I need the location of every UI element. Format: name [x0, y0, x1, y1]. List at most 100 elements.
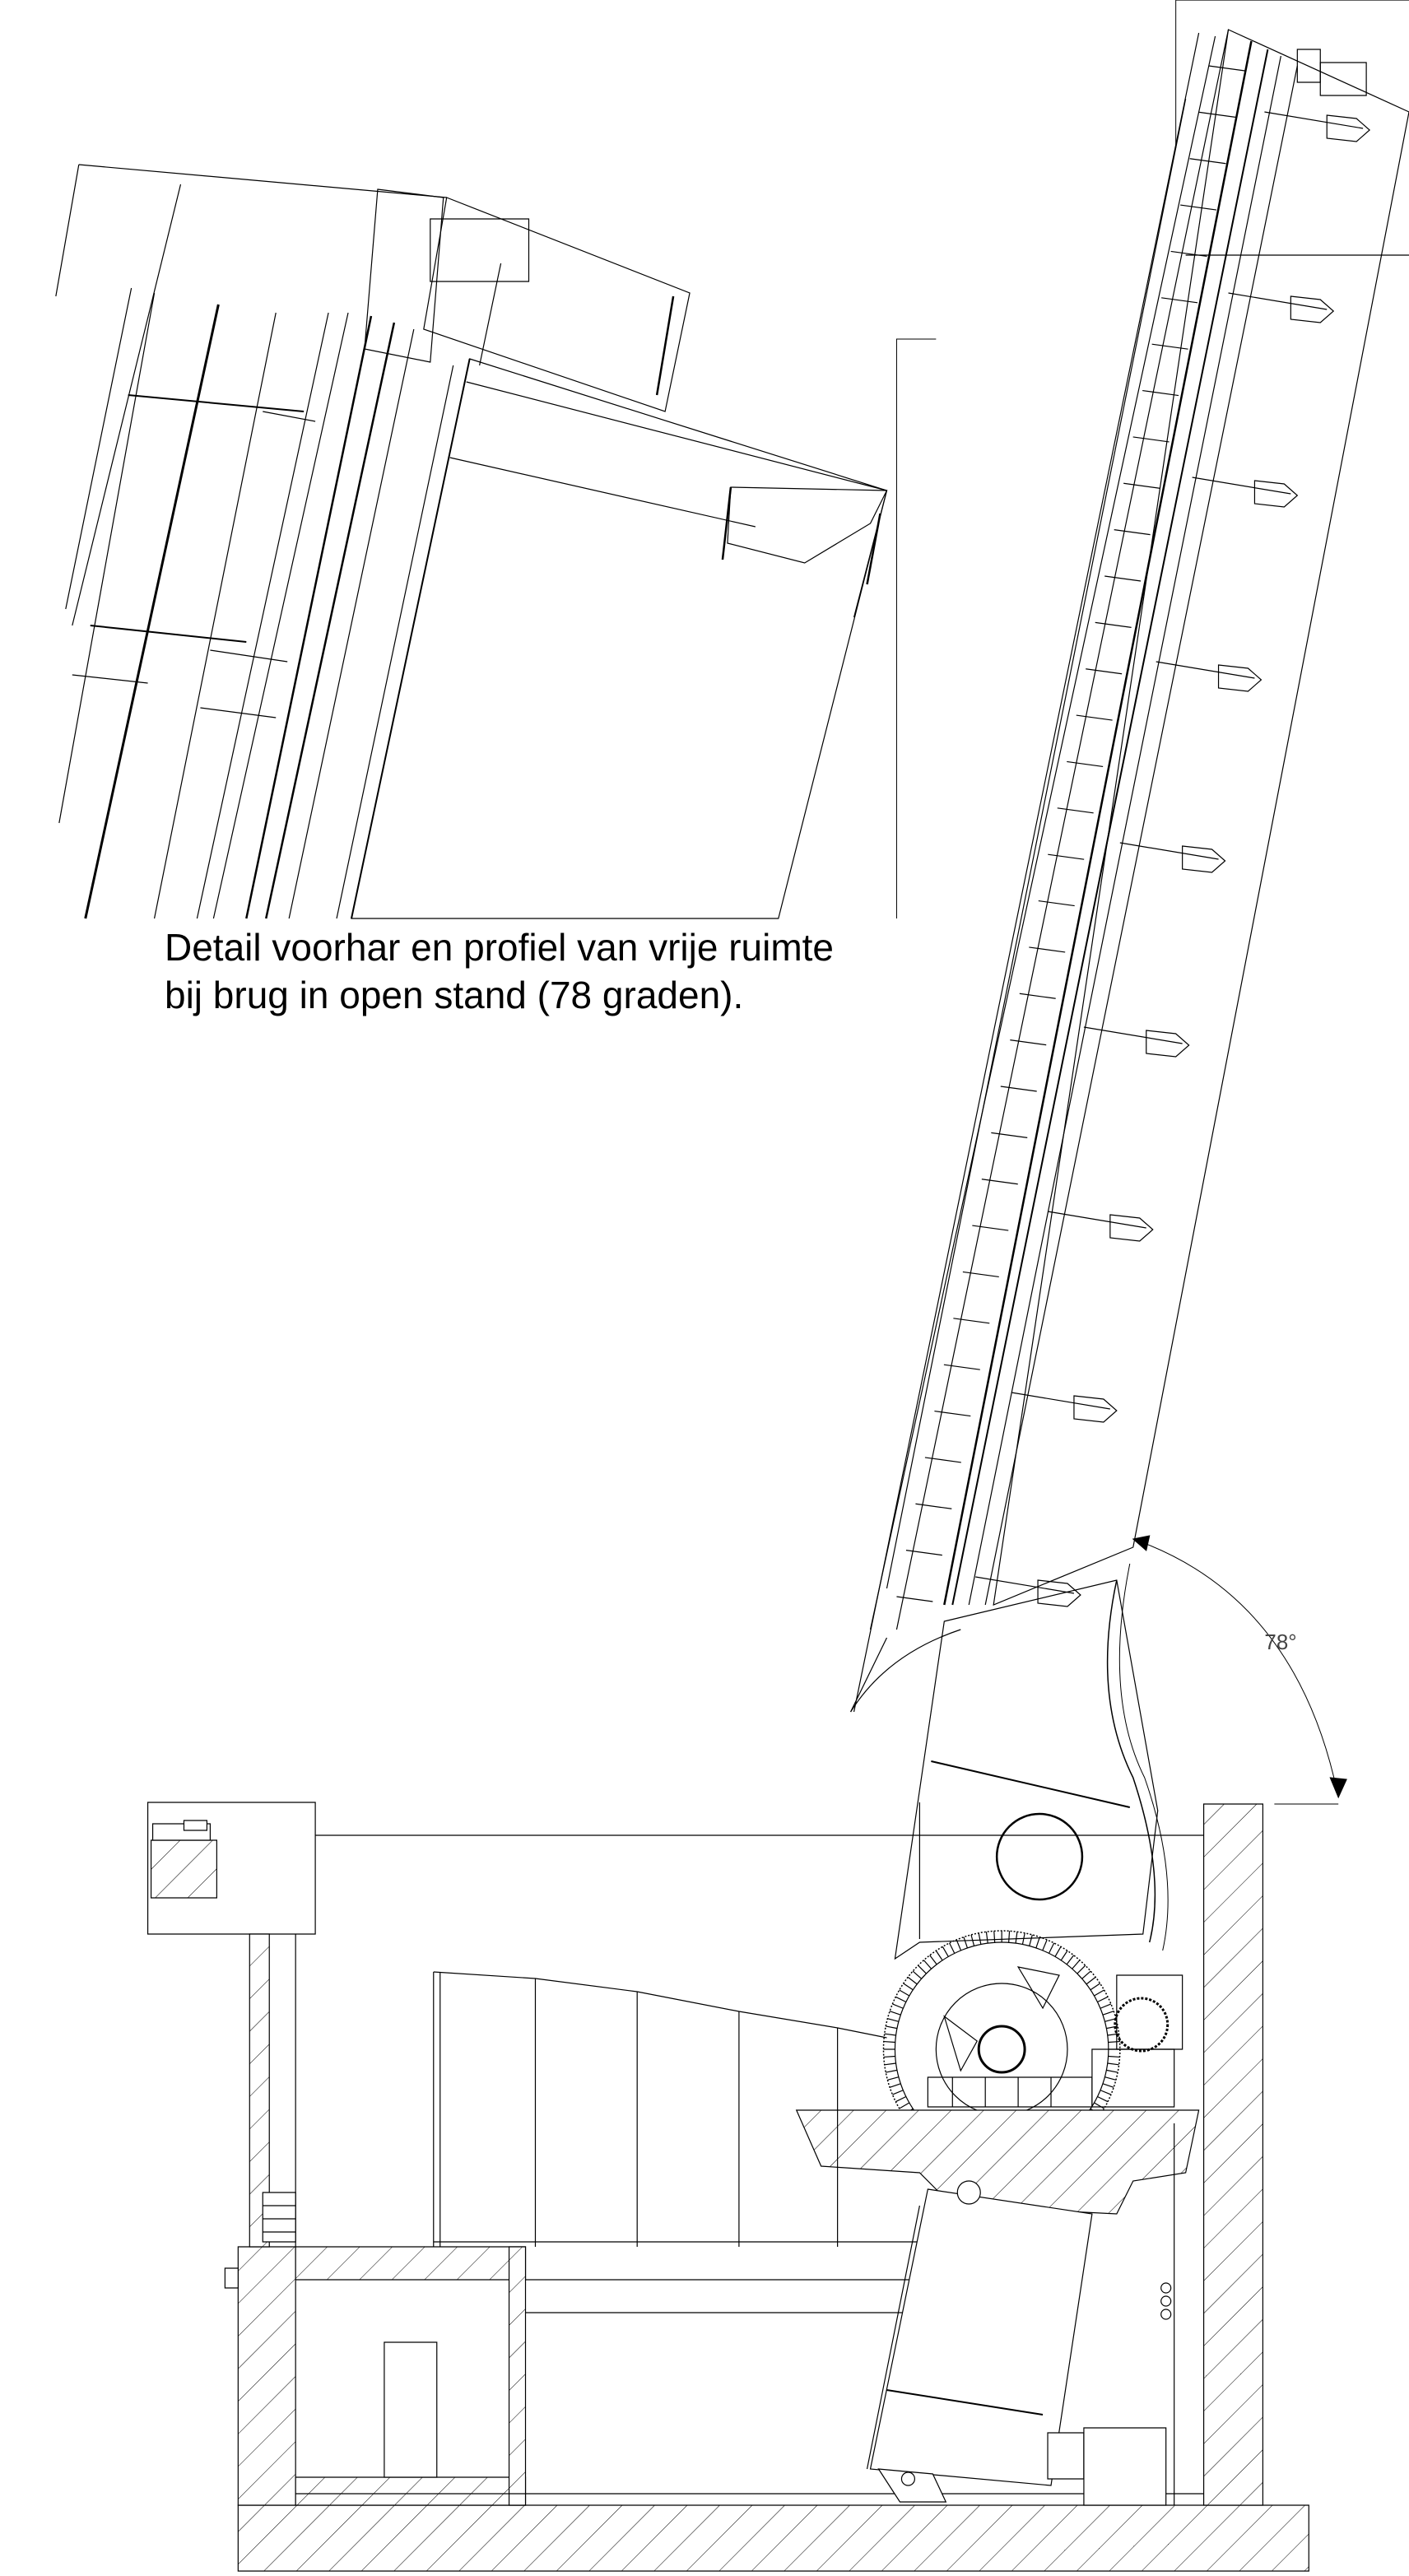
gear-tooth	[1049, 1943, 1054, 1954]
gear-tooth	[1090, 1983, 1100, 1990]
gear-tooth	[1103, 2011, 1114, 2016]
gear-tooth	[900, 2103, 909, 2109]
gear-tooth	[1043, 1940, 1047, 1951]
detail-caption: Detail voorhar en profiel van vrije ruim…	[165, 926, 835, 1016]
gear-tooth	[1100, 2090, 1111, 2095]
stiffener-tick	[1142, 391, 1179, 396]
stiffener-tick	[1067, 761, 1103, 766]
gear-tooth	[892, 2004, 903, 2008]
gear-tooth	[886, 2026, 897, 2029]
gear-tooth	[1009, 1931, 1010, 1942]
cross-beam	[1156, 662, 1255, 678]
detail-inset	[56, 165, 937, 918]
stiffener-tick	[1058, 808, 1094, 813]
gear-tooth	[923, 1960, 931, 1969]
gear-tooth	[964, 1937, 967, 1948]
beam-nut	[1290, 296, 1333, 323]
stiffener-tick	[1077, 715, 1113, 720]
cross-beam	[1048, 1211, 1146, 1228]
gear-tooth	[913, 1971, 922, 1978]
gear-tooth	[890, 2011, 900, 2016]
stiffener-tick	[1001, 1086, 1037, 1091]
stiffener-tick	[1029, 947, 1065, 952]
stiffener-tick	[1152, 344, 1188, 349]
angle-dimension: 78°	[1133, 1536, 1346, 1804]
gear-tooth	[1103, 2084, 1114, 2088]
stiffener-tick	[1171, 251, 1207, 256]
gear-tooth	[1097, 1997, 1108, 2002]
cross-beam	[1264, 112, 1363, 128]
cross-beams	[975, 112, 1369, 1607]
stiffener-tick	[1123, 483, 1160, 488]
gear-tooth	[887, 2077, 898, 2081]
gear-tooth	[994, 1931, 995, 1942]
gear-tooth	[1106, 2026, 1118, 2029]
beam-nut	[1254, 481, 1297, 507]
stiffener-tick	[934, 1411, 970, 1416]
stiffener-tick	[982, 1179, 1018, 1184]
gear-tooth	[892, 2090, 903, 2095]
gear-tooth	[885, 2063, 896, 2065]
gear-tooth	[1109, 2042, 1120, 2043]
stiffener-tick	[1104, 576, 1141, 581]
counterweight-opening	[997, 1814, 1082, 1899]
stiffener-ticks	[896, 66, 1244, 1602]
gear-tooth	[1094, 1990, 1104, 1996]
gear-tooth	[930, 1955, 937, 1965]
gear-tooth	[886, 2070, 897, 2072]
gear-tooth	[904, 1983, 914, 1990]
beam-nut	[1146, 1030, 1189, 1057]
stiffener-tick	[1095, 622, 1132, 627]
stiffener-tick	[953, 1318, 989, 1323]
stiffener-tick	[1209, 66, 1245, 71]
gear-tooth	[1104, 2019, 1115, 2022]
gear-tooth	[1082, 1971, 1091, 1978]
gear-tooth	[1100, 2004, 1111, 2008]
gear-tooth	[1109, 2057, 1120, 2058]
gear-tooth	[1016, 1932, 1017, 1943]
gear-tooth	[971, 1935, 974, 1946]
stiffener-tick	[972, 1225, 1008, 1230]
gear-tooth	[936, 1951, 942, 1960]
gear-tooth	[1055, 1946, 1061, 1956]
gear-tooth	[1022, 1933, 1025, 1945]
cross-beam	[1011, 1393, 1110, 1409]
stiffener-tick	[944, 1365, 980, 1369]
gear-tooth	[1094, 2103, 1104, 2109]
gear-tooth	[979, 1933, 981, 1945]
stiffener-tick	[896, 1597, 932, 1602]
stiffener-tick	[1086, 669, 1122, 674]
beam-nut	[1327, 115, 1369, 142]
cross-beam	[1084, 1027, 1183, 1044]
gear-tooth	[1086, 1977, 1095, 1984]
beam-nut	[1110, 1215, 1153, 1241]
gear-tooth	[884, 2042, 895, 2043]
stiffener-tick	[1133, 437, 1170, 442]
gear-tooth	[885, 2034, 896, 2035]
tail-arm	[895, 1564, 1168, 1959]
stiffener-tick	[1180, 205, 1216, 210]
gear-tooth	[1072, 1960, 1080, 1969]
gear-tooth	[956, 1940, 960, 1951]
gear-tooth	[890, 2084, 900, 2088]
gear-tooth	[908, 1977, 917, 1984]
gear-tooth	[900, 1990, 909, 1996]
gear-tooth	[1108, 2034, 1119, 2035]
stiffener-tick	[963, 1272, 999, 1276]
gear-tooth	[986, 1932, 988, 1943]
gear-tooth	[950, 1943, 955, 1954]
cross-beam	[1120, 843, 1219, 859]
stiffener-tick	[1190, 159, 1226, 164]
stiffener-tick	[1010, 1040, 1046, 1045]
stiffener-tick	[1199, 112, 1235, 117]
bridge-leaf	[851, 0, 1409, 1712]
beam-nut	[1074, 1396, 1117, 1422]
stiffener-tick	[915, 1504, 951, 1509]
gear-tooth	[918, 1965, 927, 1974]
stiffener-tick	[1039, 901, 1075, 906]
stiffener-tick	[925, 1458, 961, 1462]
stiffener-tick	[1048, 854, 1084, 859]
cross-beam	[975, 1577, 1074, 1593]
cross-beam	[1193, 477, 1291, 494]
gear-tooth	[887, 2019, 898, 2022]
